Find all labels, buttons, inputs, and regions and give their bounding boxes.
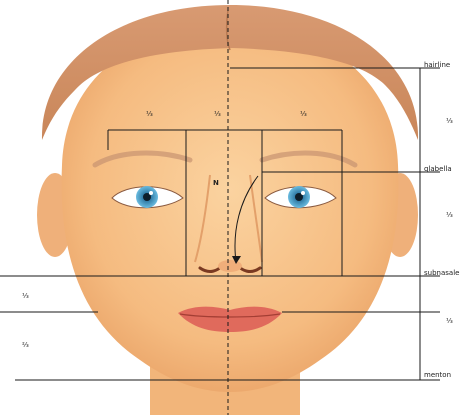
- upper-center-fraction: ⅓: [214, 111, 221, 118]
- nose-label: N: [213, 180, 219, 187]
- left-lower-fraction: ⅔: [22, 342, 29, 349]
- upper-right-fraction: ⅓: [300, 111, 307, 118]
- right-upper-fraction: ⅓: [446, 118, 453, 125]
- subnasale-label: subnasale: [424, 270, 459, 277]
- right-middle-fraction: ⅓: [446, 212, 453, 219]
- hairline-label: hairline: [424, 62, 450, 69]
- right-lower-fraction: ⅓: [446, 318, 453, 325]
- glabella-label: glabella: [424, 166, 452, 173]
- left-upper-lip-fraction: ⅓: [22, 293, 29, 300]
- face-skin: [62, 25, 399, 392]
- upper-left-fraction: ⅓: [146, 111, 153, 118]
- menton-label: menton: [424, 372, 451, 379]
